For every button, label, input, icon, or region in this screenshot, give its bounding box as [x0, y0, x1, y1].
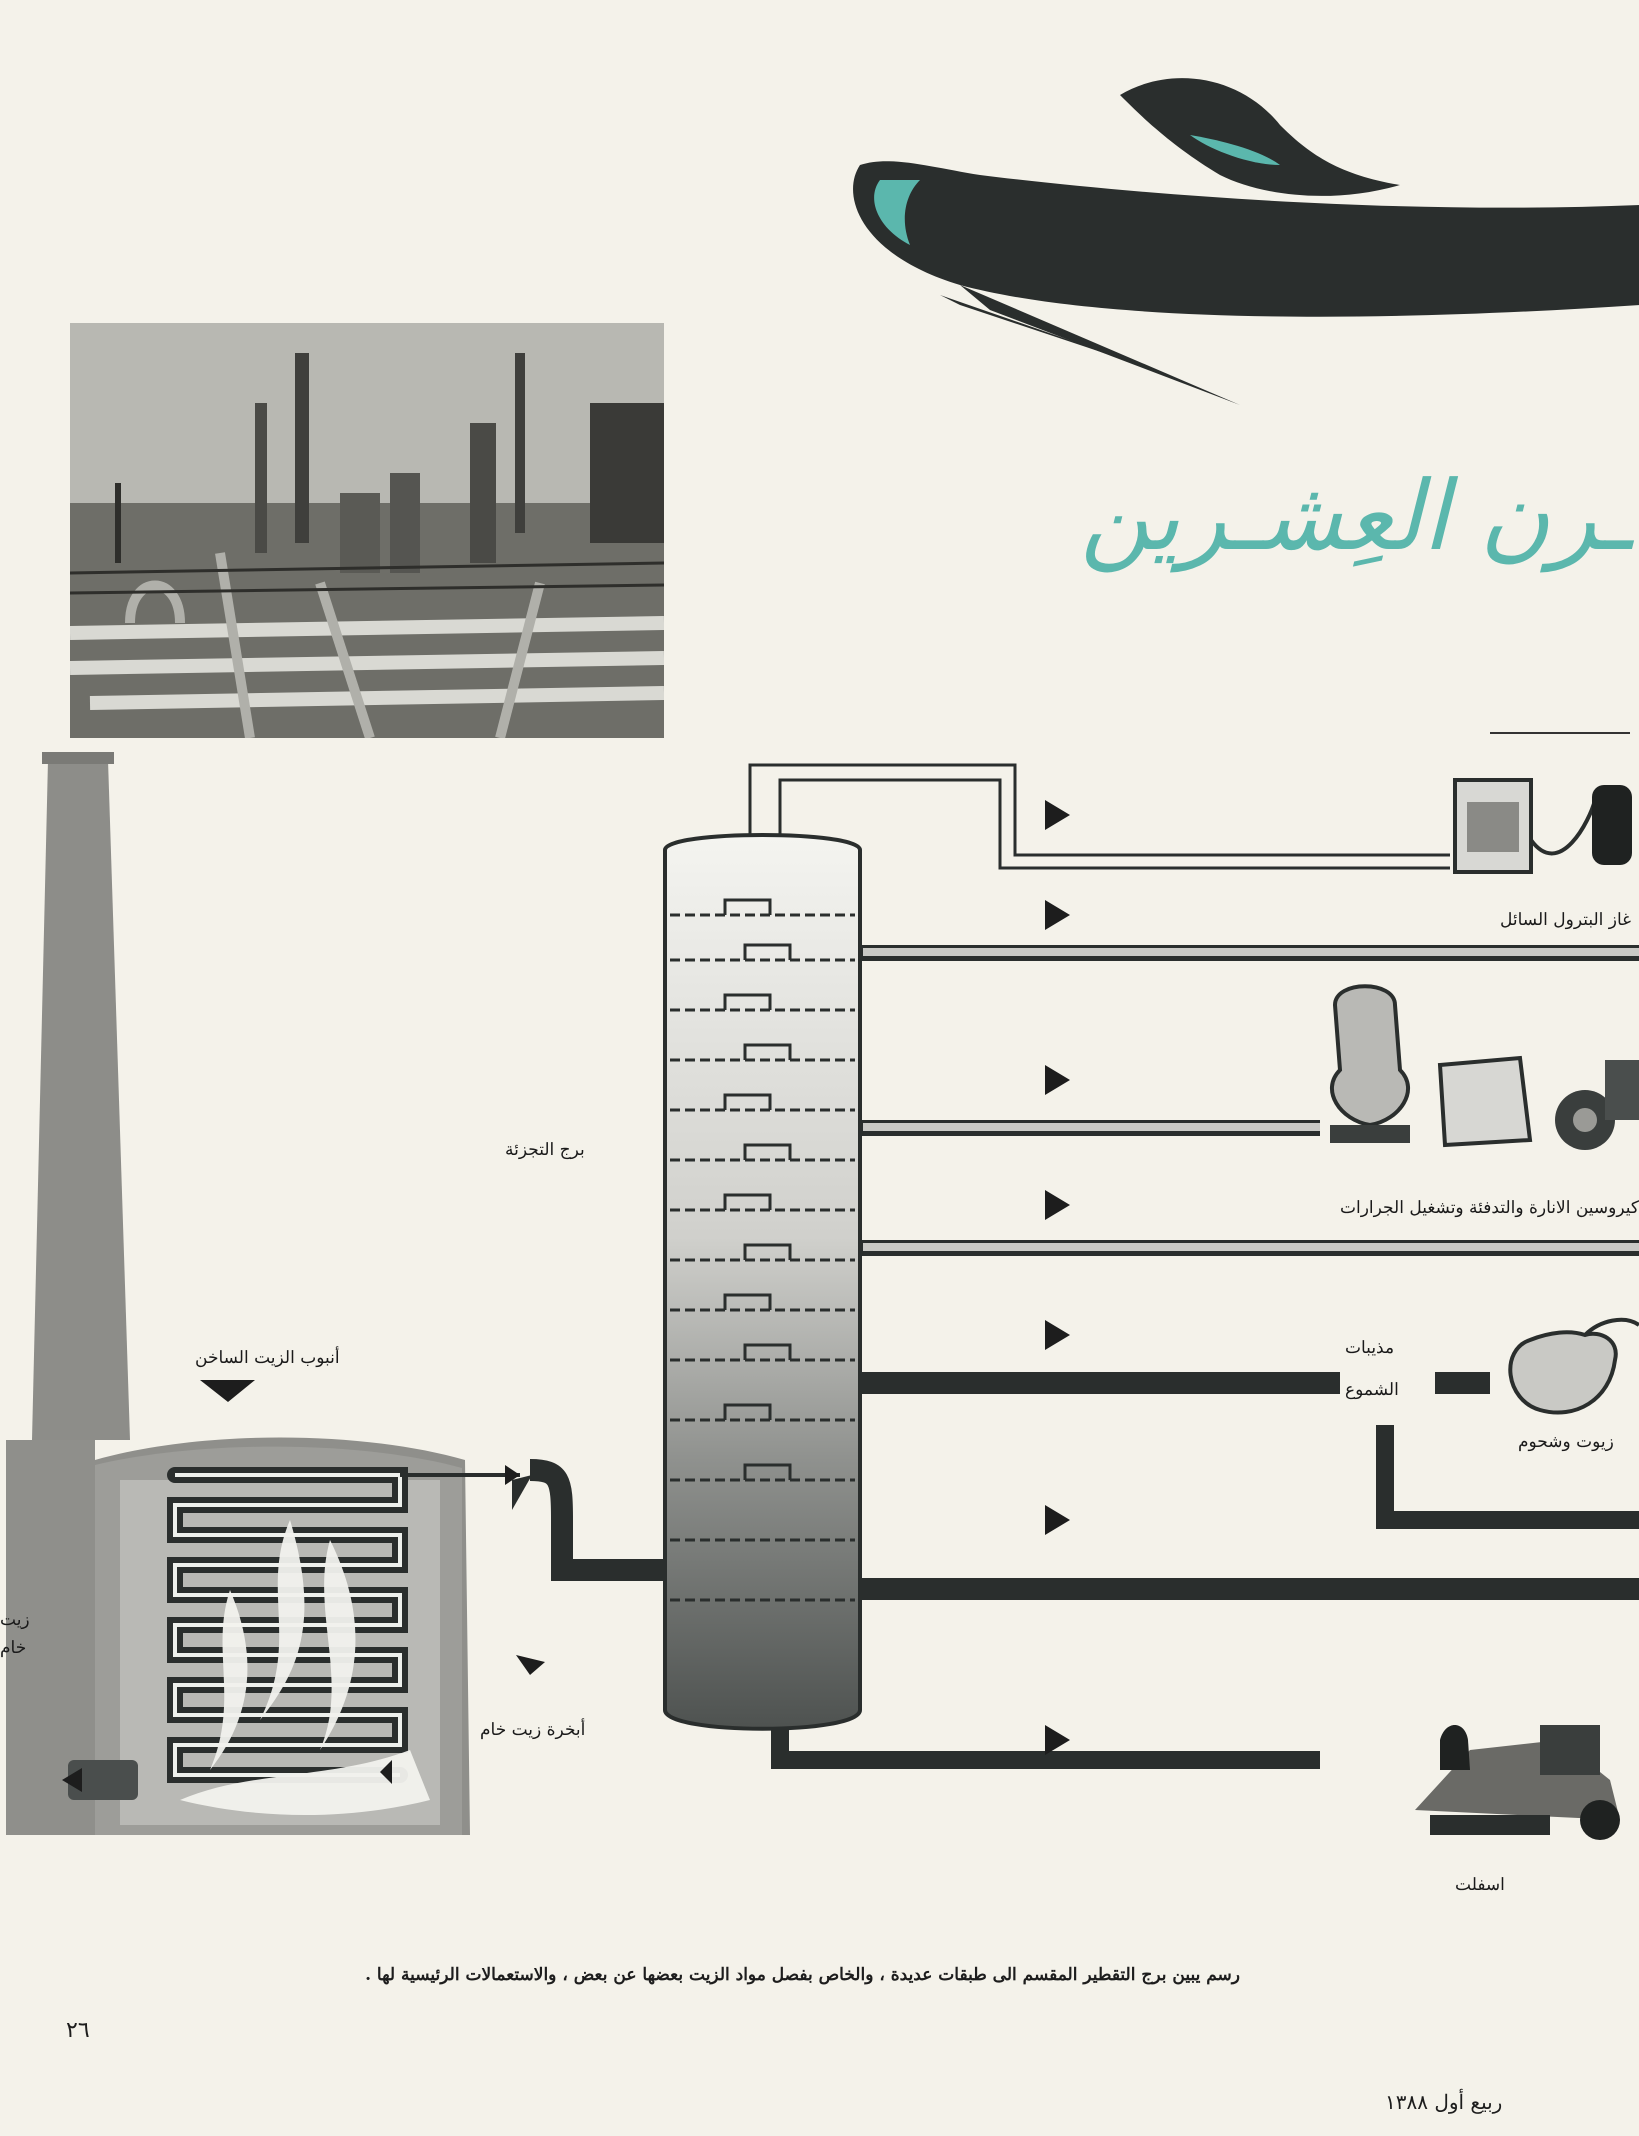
- kerosene-products: [1329, 984, 1639, 1150]
- crude-oil-label-2: خام: [0, 1638, 27, 1658]
- hot-pipe-label: أنبوب الزيت الساخن: [195, 1348, 340, 1368]
- wax-label-1: مذيبات: [1345, 1338, 1395, 1358]
- kerosene-label: كيروسين الانارة والتدفئة وتشغيل الجرارات: [1340, 1198, 1639, 1218]
- asphalt-paver: [1415, 1725, 1620, 1840]
- oils-label: زيوت وشحوم: [1518, 1432, 1614, 1452]
- lpg-appliances: [1453, 778, 1632, 874]
- flow-arrows: [1045, 800, 1070, 1755]
- page-number: ٢٦: [66, 2018, 90, 2043]
- figure-caption: رسم يبين برج التقطير المقسم الى طبقات عد…: [365, 1965, 1240, 1985]
- asphalt-label: اسفلت: [1455, 1875, 1505, 1895]
- tower-label: برج التجزئة: [505, 1140, 585, 1160]
- calligraphy-ornament: [853, 78, 1639, 405]
- fractionating-tower: [663, 833, 862, 1731]
- chimney: [32, 760, 130, 1440]
- wax-label-2: الشموع: [1345, 1380, 1399, 1400]
- distillation-diagram: [6, 752, 1639, 1840]
- oils-pitcher: [1508, 1317, 1639, 1415]
- title-rule: [1490, 732, 1630, 734]
- page-title: ـرن العِشـرين: [1080, 460, 1631, 572]
- issue-date: ربيع أول ١٣٨٨: [1385, 2090, 1503, 2114]
- lpg-label: غاز البترول السائل: [1500, 910, 1632, 930]
- flames: [180, 1520, 430, 1815]
- refinery-photo: [70, 323, 664, 738]
- crude-vapour-label: أبخرة زيت خام: [480, 1720, 586, 1740]
- crude-oil-label-1: زيت: [0, 1610, 30, 1630]
